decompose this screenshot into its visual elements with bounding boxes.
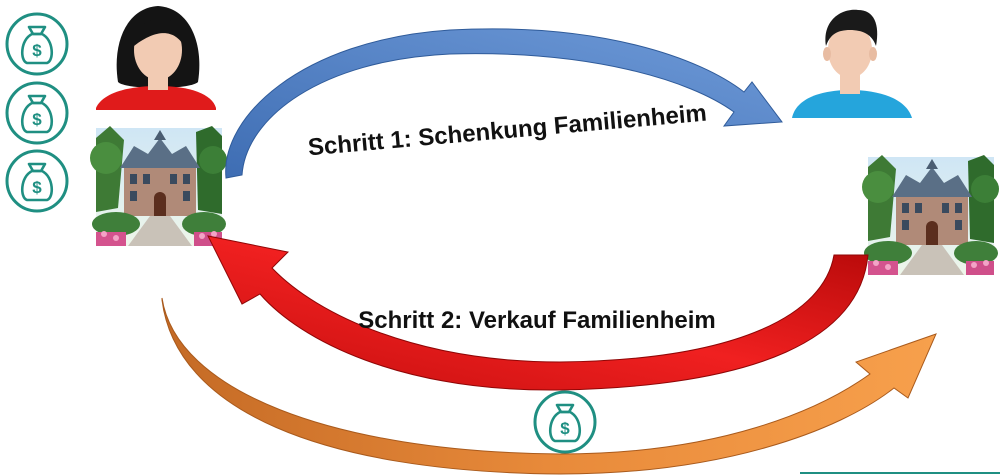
money-bag-icon bbox=[5, 81, 69, 145]
step2-arrow bbox=[207, 235, 869, 391]
man-avatar-icon bbox=[792, 9, 912, 118]
step1-arrow bbox=[225, 28, 783, 179]
step2-label: Schritt 2: Verkauf Familienheim bbox=[358, 307, 715, 334]
woman-avatar-icon bbox=[96, 6, 216, 110]
money-bag-icon bbox=[5, 12, 69, 76]
step1-label: Schritt 1: Schenkung Familienheim bbox=[307, 100, 708, 162]
money-bag-icon bbox=[533, 390, 597, 454]
payment-arrow bbox=[161, 297, 937, 475]
house-image-left bbox=[90, 126, 227, 246]
house-image-right bbox=[862, 155, 999, 275]
money-bag-icon bbox=[5, 149, 69, 213]
